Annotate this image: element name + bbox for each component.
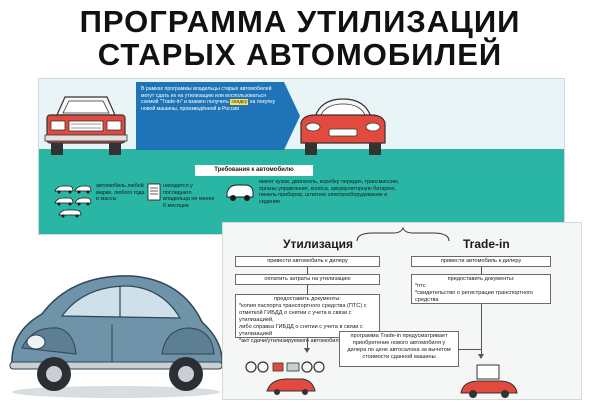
tradein-docs-title: предоставить документы: — [447, 276, 515, 282]
tradein-docs-line-2: *свидетельство о регистрации транспортно… — [415, 290, 534, 303]
process-diagram-panel: Утилизация Trade-in привести автомобиль … — [222, 222, 582, 400]
requirement-completeness: имеет кузов, двигатель, коробку передач,… — [259, 179, 400, 205]
old-red-car-icon — [44, 96, 128, 155]
recycling-docs-title: предоставить документы: — [274, 296, 341, 302]
info-box-highlight: скидку — [230, 99, 249, 106]
info-box-text-before: В рамках программы владельцы старых авто… — [141, 86, 272, 106]
car-parts-scrap-icon — [245, 361, 325, 395]
recycling-step-2: оплатить затраты на утилизацию — [235, 274, 380, 285]
document-icon — [147, 183, 161, 201]
requirement-ownership: находится у последнего владельца не мене… — [163, 183, 215, 209]
info-box-text-after: на покупку новой машины, произведённой в… — [141, 99, 276, 112]
recycling-heading: Утилизация — [283, 237, 353, 251]
tradein-step-1: привести автомобиль к дилеру — [411, 256, 551, 267]
branch-brace — [356, 227, 450, 242]
requirements-label: Требования к автомобилю — [195, 165, 313, 176]
recycling-infographic-panel: В рамках программы владельцы старых авто… — [38, 78, 565, 235]
recycling-step-1: привести автомобиль к дилеру — [235, 256, 380, 267]
requirement-any-model: автомобиль любой марки, любого года и ма… — [96, 183, 145, 203]
connector-left-3 — [307, 338, 308, 348]
arrow-right-down — [478, 354, 484, 359]
recycling-step-3: предоставить документы: *копия паспорта … — [235, 294, 380, 344]
vintage-blue-car-icon — [9, 275, 223, 398]
program-info-box: В рамках программы владельцы старых авто… — [136, 82, 284, 150]
tradein-heading: Trade-in — [463, 237, 510, 251]
recycling-docs-line-2: либо справка ГИБДД о снятии с учета в св… — [239, 324, 363, 337]
tradein-note: программа Trade-in предусматривает приоб… — [339, 331, 459, 367]
connector-left-2 — [307, 285, 308, 294]
car-types-icon — [54, 185, 92, 218]
new-red-car-icon — [300, 98, 386, 155]
arrow-left-down — [304, 348, 310, 353]
recycling-docs-line-3: *акт сдачи/утилизируемого автомобиля дил… — [239, 338, 373, 344]
connector-right-1 — [481, 267, 482, 274]
page-title-line-2: СТАРЫХ АВТОМОБИЛЕЙ — [97, 37, 503, 72]
recycling-docs-line-1: *копия паспорта транспортного средства (… — [239, 303, 367, 323]
tradein-step-2: предоставить документы: *птс *свидетельс… — [411, 274, 551, 304]
page-title-line-1: ПРОГРАММА УТИЛИЗАЦИИ — [79, 4, 521, 39]
connector-left-1 — [307, 267, 308, 274]
connector-note — [459, 349, 481, 350]
tradein-docs-line-1: *птс — [415, 283, 426, 289]
connector-right-2 — [481, 304, 482, 354]
car-parts-icon — [226, 184, 254, 201]
road-strip — [39, 149, 564, 163]
info-box-arrow — [284, 82, 300, 150]
tradein-car-icon — [460, 364, 518, 398]
